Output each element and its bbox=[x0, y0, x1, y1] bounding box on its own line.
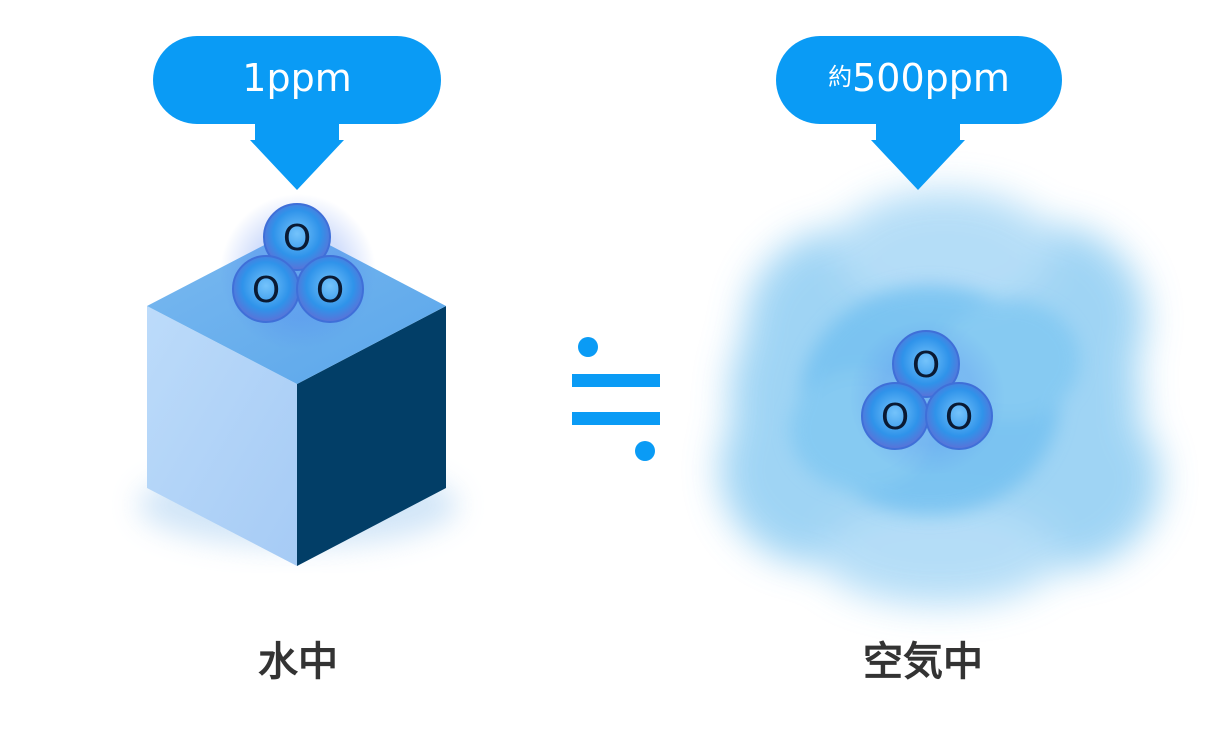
left-atom-top bbox=[263, 203, 331, 271]
right-callout-text: 約500ppm bbox=[776, 59, 1062, 97]
right-concentration-prefix: 約 bbox=[828, 63, 853, 91]
approx-dot-top bbox=[578, 337, 598, 357]
left-callout-arrow-stem bbox=[255, 120, 339, 142]
left-atom-bottom-right bbox=[296, 255, 364, 323]
right-callout-arrow-head bbox=[871, 140, 965, 190]
cube-left-face bbox=[147, 306, 297, 566]
approx-bar-upper bbox=[572, 374, 660, 387]
approx-bar-lower bbox=[572, 412, 660, 425]
left-atom-top-label: O bbox=[283, 218, 311, 259]
right-callout-arrow-stem bbox=[876, 120, 960, 142]
right-concentration-value: 500ppm bbox=[852, 56, 1010, 100]
left-callout-bubble bbox=[153, 36, 441, 124]
left-concentration-value: 1ppm bbox=[242, 56, 352, 100]
right-atom-top-label: O bbox=[912, 345, 940, 386]
left-ozone-molecule: O O O bbox=[220, 194, 376, 350]
left-atom-bottom-right-label: O bbox=[316, 270, 344, 311]
right-atom-bottom-left-label: O bbox=[881, 397, 909, 438]
right-atom-bottom-right bbox=[925, 382, 993, 450]
right-callout bbox=[776, 36, 1062, 190]
left-callout-arrow-head bbox=[250, 140, 344, 190]
water-caption: 水中 bbox=[258, 639, 338, 685]
right-ozone-molecule: O O O bbox=[849, 320, 1005, 476]
left-callout-text: 1ppm bbox=[153, 59, 441, 97]
right-callout-bubble bbox=[776, 36, 1062, 124]
left-atom-bottom-left-label: O bbox=[252, 270, 280, 311]
right-atom-bottom-right-label: O bbox=[945, 397, 973, 438]
approximately-equal-icon bbox=[572, 337, 660, 461]
air-caption: 空気中 bbox=[863, 639, 983, 685]
cube-right-face bbox=[297, 306, 446, 566]
right-atom-top bbox=[892, 330, 960, 398]
approx-dot-bottom bbox=[635, 441, 655, 461]
left-callout bbox=[153, 36, 441, 190]
